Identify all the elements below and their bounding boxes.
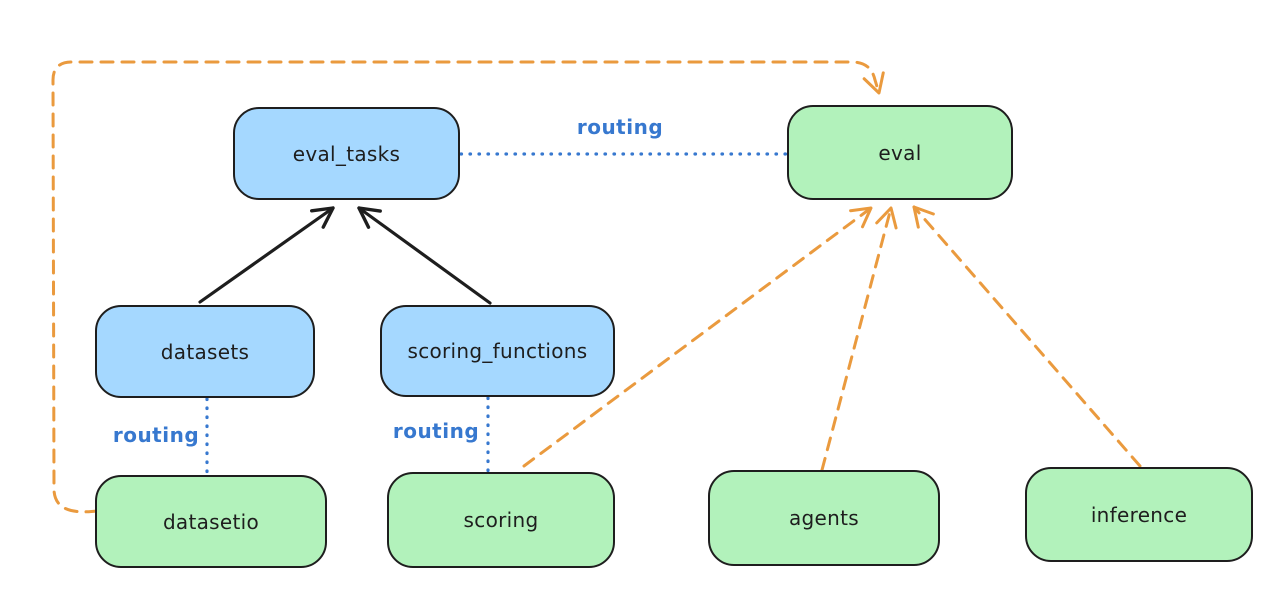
edge-agents-to-eval-dashed-arrow [820, 206, 898, 472]
edge-scoring-functions-to-eval-tasks-arrow [357, 206, 492, 305]
node-eval: eval [787, 105, 1013, 200]
edge-datasetio-to-eval-dashed-arrow [51, 60, 885, 514]
node-scoring-functions: scoring_functions [380, 305, 615, 397]
node-inference: inference [1025, 467, 1253, 562]
node-inference-label: inference [1090, 502, 1188, 527]
edge-datasets-to-eval-tasks-arrow [198, 206, 335, 304]
node-eval-tasks: eval_tasks [233, 107, 460, 200]
node-scoring: scoring [387, 472, 615, 568]
node-scoring-label: scoring [463, 508, 539, 532]
node-agents: agents [708, 470, 940, 566]
edge-label-routing-eval-tasks-eval: routing [576, 115, 664, 139]
edge-label-routing-datasets-datasetio: routing [112, 423, 200, 447]
node-datasetio: datasetio [95, 475, 327, 568]
node-datasetio-label: datasetio [162, 509, 260, 534]
node-scoring-functions-label: scoring_functions [407, 339, 588, 363]
edge-inference-to-eval-dashed-arrow [912, 205, 1142, 468]
node-eval-tasks-label: eval_tasks [292, 141, 401, 166]
edge-label-routing-scoring-functions-scoring: routing [392, 419, 480, 443]
node-agents-label: agents [789, 506, 859, 530]
node-datasets: datasets [95, 305, 315, 398]
node-datasets-label: datasets [160, 339, 250, 364]
node-eval-label: eval [878, 140, 922, 165]
edge-scoring-to-eval-dashed-arrow [522, 206, 873, 468]
